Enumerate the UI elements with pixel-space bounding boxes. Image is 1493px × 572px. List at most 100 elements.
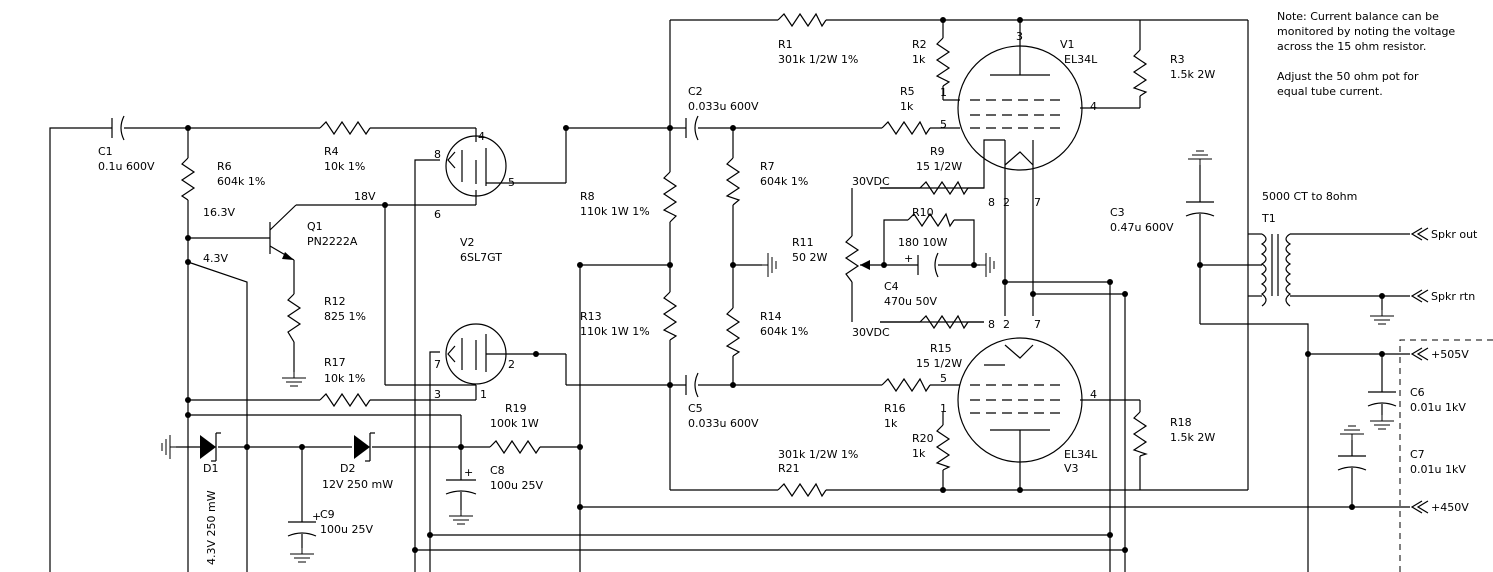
resistor-r13 (662, 291, 678, 341)
r16-value: 1k (884, 417, 898, 430)
q1-ref: Q1 (307, 220, 323, 233)
bias-bot-label: 30VDC (852, 326, 890, 339)
pin-number: 7 (1034, 318, 1041, 331)
v18-label: 18V (354, 190, 376, 203)
terminal-505v: +505V (1431, 348, 1469, 361)
r20-ref: R20 (912, 432, 934, 445)
resistor-r2 (935, 37, 951, 87)
pin-number: 1 (480, 388, 487, 401)
terminal-spkr-out: Spkr out (1431, 228, 1478, 241)
v2-ref: V2 (460, 236, 475, 249)
c7-value: 0.01u 1kV (1410, 463, 1466, 476)
transistor-q1 (269, 204, 297, 261)
tube-v3 (957, 337, 1083, 463)
d2-ref: D2 (340, 462, 355, 475)
resistor-r11 (844, 235, 860, 283)
r15-ref: R15 (930, 342, 952, 355)
diodes (200, 432, 375, 462)
r7-value: 604k 1% (760, 175, 808, 188)
resistor-r12 (286, 293, 302, 343)
pin-number: 8 (988, 318, 995, 331)
r13-value: 110k 1W 1% (580, 325, 650, 338)
r2-ref: R2 (912, 38, 927, 51)
pin-number: 1 (940, 402, 947, 415)
t1-ref: T1 (1261, 212, 1276, 225)
r12-ref: R12 (324, 295, 346, 308)
terminals (1410, 227, 1429, 514)
pin-number: 8 (988, 196, 995, 209)
pin-number: 5 (940, 372, 947, 385)
resistor-r7 (725, 157, 741, 206)
c9-ref: C9 (320, 508, 335, 521)
r13-ref: R13 (580, 310, 602, 323)
resistor-r15 (919, 314, 969, 330)
r9-value: 15 1/2W (916, 160, 962, 173)
resistor-r17 (319, 392, 371, 408)
pin-number: 4 (1090, 388, 1097, 401)
c4-value: 470u 50V (884, 295, 937, 308)
r6-ref: R6 (217, 160, 232, 173)
r8-value: 110k 1W 1% (580, 205, 650, 218)
resistor-r1 (777, 12, 827, 28)
r16-ref: R16 (884, 402, 906, 415)
pin-number: 2 (508, 358, 515, 371)
c5-ref: C5 (688, 402, 703, 415)
diode-d1 (200, 435, 216, 459)
grounds (161, 150, 1395, 563)
r1-value: 301k 1/2W 1% (778, 53, 858, 66)
c9-value: 100u 25V (320, 523, 373, 536)
pin-number: 2 (1003, 196, 1010, 209)
v2-value: 6SL7GT (460, 251, 502, 264)
v1-value: EL34L (1064, 53, 1098, 66)
r4-ref: R4 (324, 145, 339, 158)
tube-v1 (957, 45, 1083, 171)
r12-value: 825 1% (324, 310, 366, 323)
c3-value: 0.47u 600V (1110, 221, 1174, 234)
pin-number: 8 (434, 148, 441, 161)
r17-ref: R17 (324, 356, 346, 369)
c2-ref: C2 (688, 85, 703, 98)
polarity-mark: + (904, 252, 913, 265)
pin-number: 7 (434, 358, 441, 371)
resistor-r4 (319, 120, 371, 136)
v3-value: EL34L (1064, 448, 1098, 461)
note-line: monitored by noting the voltage (1277, 25, 1455, 38)
c2-value: 0.033u 600V (688, 100, 759, 113)
resistor-r3 (1132, 49, 1148, 97)
pin-number: 2 (1003, 318, 1010, 331)
note-line: equal tube current. (1277, 85, 1383, 98)
transformer-t1 (1260, 233, 1292, 307)
r21-value: 301k 1/2W 1% (778, 448, 858, 461)
t1-value: 5000 CT to 8ohm (1262, 190, 1357, 203)
diode-d2 (354, 435, 370, 459)
r6-value: 604k 1% (217, 175, 265, 188)
r10-ref: R10 (912, 206, 934, 219)
r4-value: 10k 1% (324, 160, 365, 173)
r14-ref: R14 (760, 310, 782, 323)
labels: Note: Current balance can be monitored b… (98, 10, 1478, 565)
terminal-spkr-rtn: Spkr rtn (1431, 290, 1475, 303)
r18-ref: R18 (1170, 416, 1192, 429)
q1-value: PN2222A (307, 235, 358, 248)
c8-ref: C8 (490, 464, 505, 477)
resistor-r5 (881, 120, 931, 136)
pin-number: 3 (1016, 30, 1023, 43)
v1-ref: V1 (1060, 38, 1075, 51)
r5-ref: R5 (900, 85, 915, 98)
r1-ref: R1 (778, 38, 793, 51)
resistors (180, 12, 1148, 498)
resistor-r21 (777, 482, 827, 498)
note-line: Note: Current balance can be (1277, 10, 1439, 23)
c8-value: 100u 25V (490, 479, 543, 492)
resistor-r19 (489, 439, 541, 455)
r19-ref: R19 (505, 402, 527, 415)
v4-label: 4.3V (203, 252, 228, 265)
resistor-r10 (907, 212, 955, 228)
c3-ref: C3 (1110, 206, 1125, 219)
pin-number: 1 (940, 86, 947, 99)
c7-ref: C7 (1410, 448, 1425, 461)
c5-value: 0.033u 600V (688, 417, 759, 430)
r15-value: 15 1/2W (916, 357, 962, 370)
pin-number: 4 (478, 130, 485, 143)
